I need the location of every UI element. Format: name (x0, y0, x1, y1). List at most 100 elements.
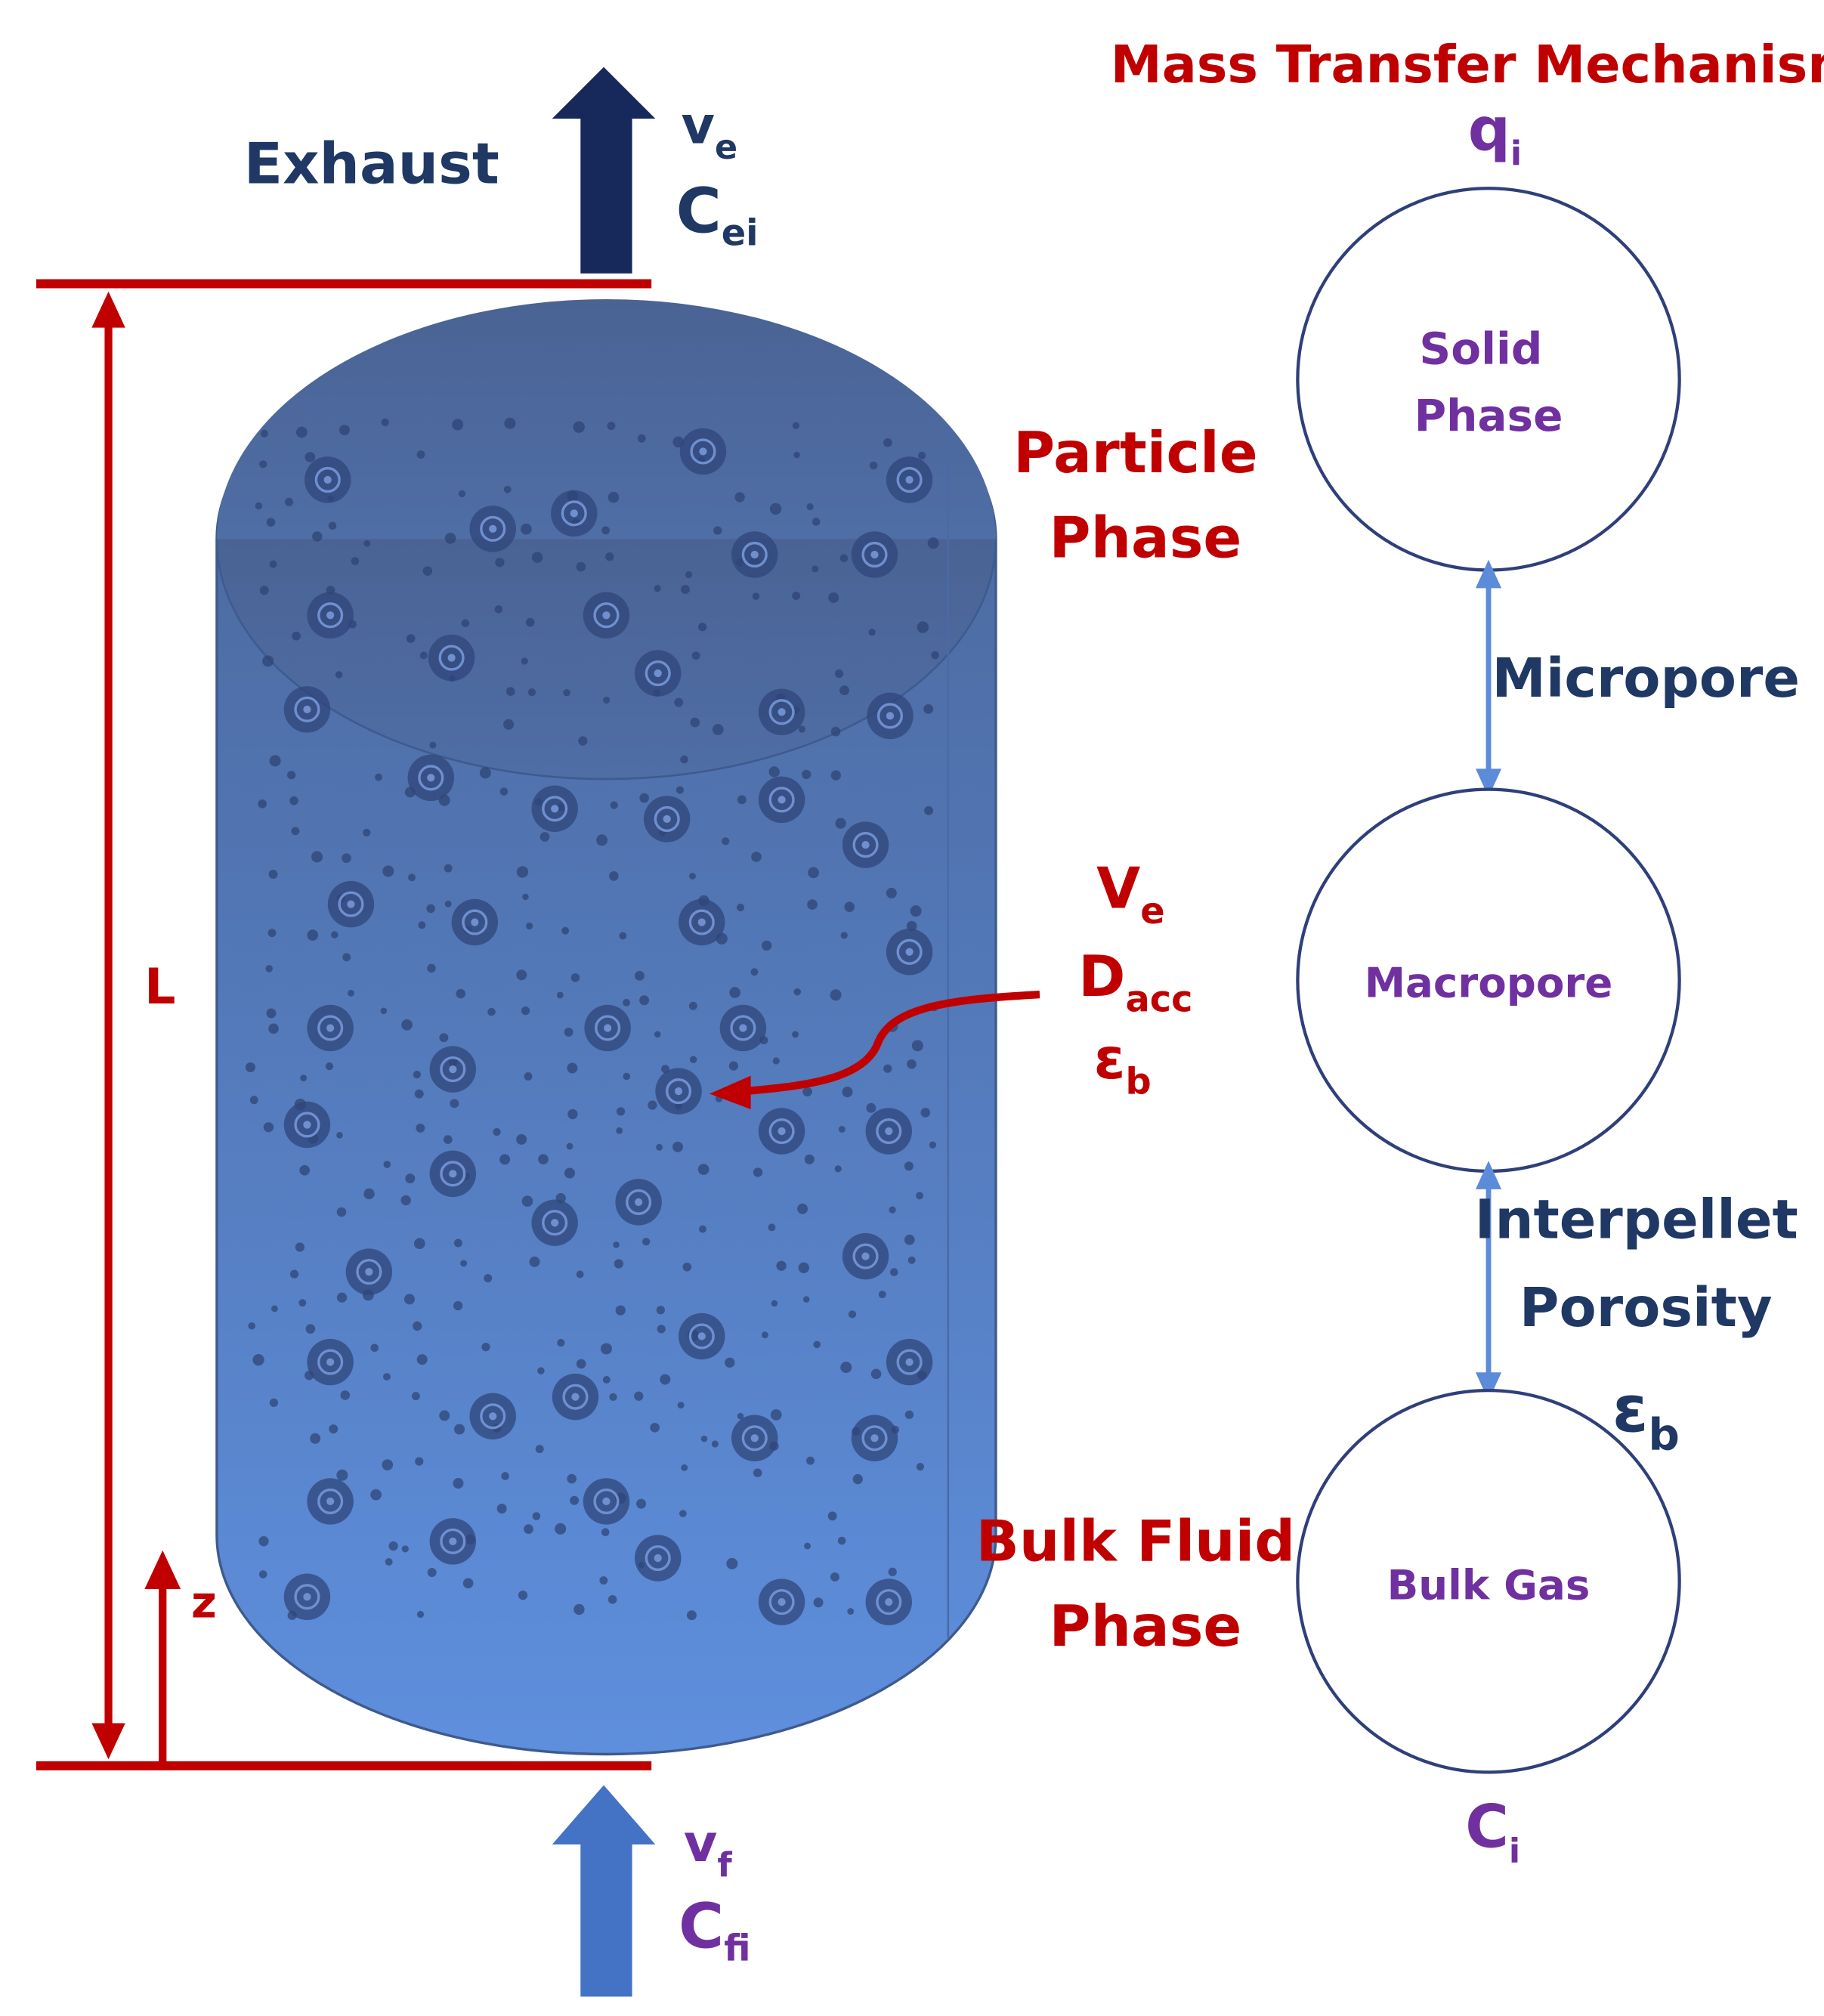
pellet (283, 1573, 331, 1620)
packing-dot (405, 1173, 416, 1184)
packing-dot (888, 1567, 897, 1576)
packing-dot (768, 766, 780, 778)
packing-dot (339, 425, 350, 436)
packing-dot (847, 1608, 855, 1615)
packing-dot (886, 887, 897, 898)
packing-dot (837, 1536, 846, 1545)
packing-dot (576, 1359, 586, 1369)
packing-dot (601, 526, 611, 535)
packing-dot (923, 703, 934, 714)
packing-dot (336, 1292, 348, 1303)
packing-dot (525, 617, 535, 627)
packing-dot (383, 1161, 391, 1168)
packing-dot (878, 1291, 886, 1299)
packing-dot (603, 696, 611, 704)
packing-dot (910, 905, 922, 917)
packing-dot (752, 592, 760, 600)
pellet (731, 531, 778, 578)
packing-dot (426, 904, 435, 914)
packing-dot (570, 973, 580, 982)
packing-dot (401, 1019, 413, 1031)
bulk-fluid-phase-label: Bulk Fluid Phase (976, 1507, 1315, 1659)
packing-dot (656, 1306, 665, 1315)
packing-dot (267, 929, 277, 938)
pellet-pointer-arrowhead (710, 1075, 751, 1109)
length-label: L (144, 959, 175, 1016)
packing-dot (336, 1469, 348, 1481)
packing-dot (573, 421, 585, 433)
pellet (643, 796, 691, 843)
packing-dot (761, 940, 772, 951)
packing-dot (639, 995, 650, 1006)
packing-dot (681, 1464, 688, 1471)
packing-dot (813, 1597, 824, 1608)
packing-dot (690, 717, 700, 728)
packing-dot (599, 1576, 608, 1585)
packing-dot (265, 965, 274, 972)
packing-dot (842, 1087, 853, 1098)
packing-dot (258, 799, 267, 809)
packing-dot (812, 565, 819, 573)
packing-dot (375, 773, 382, 781)
bulk-gas-circle (1296, 1388, 1681, 1774)
solid-phase-label: Solid Phase (1414, 323, 1563, 441)
pellet (552, 1373, 599, 1421)
packing-dot (363, 1188, 375, 1200)
packing-dot (413, 1321, 422, 1331)
packing-dot (529, 1256, 540, 1267)
packing-dot (906, 920, 917, 932)
packing-dot (310, 1433, 321, 1444)
packing-dot (830, 770, 841, 781)
packing-dot (456, 988, 466, 999)
macropore-label: Macropore (1365, 958, 1613, 1006)
outlet-velocity: ve (681, 96, 737, 166)
packing-dot (609, 1393, 617, 1401)
packing-dot (505, 687, 515, 696)
pellet-diffusivity-param: Dacc (1078, 943, 1192, 1020)
pellet-particles (283, 428, 933, 1625)
packing-dot (289, 1269, 299, 1279)
packing-dot (750, 968, 759, 976)
pellet-pointer-arrow (745, 990, 1040, 1096)
packing-dot (418, 921, 426, 929)
packing-dot (266, 518, 276, 527)
packing-dot (539, 832, 550, 842)
packing-dot (680, 585, 690, 595)
inlet-concentration: Cfi (679, 1891, 751, 1970)
packing-dot (904, 1161, 914, 1171)
packing-dot (793, 988, 802, 996)
packing-dot (813, 1340, 821, 1349)
packing-dot (259, 460, 267, 468)
pellet (635, 650, 682, 697)
pellet (865, 1108, 912, 1155)
packing-dot (616, 1107, 626, 1116)
pellet (679, 428, 727, 475)
packing-dot (532, 1512, 541, 1520)
packing-dot (269, 560, 277, 568)
micropore-label: Micropore (1492, 646, 1800, 710)
packing-dot (868, 628, 876, 636)
packing-dot (401, 1545, 409, 1553)
packing-dot (416, 1354, 428, 1365)
packing-dot (736, 903, 745, 912)
packing-dot (403, 1294, 415, 1305)
packing-dot (504, 417, 516, 429)
packing-dot (917, 621, 929, 633)
packing-dot (797, 1203, 808, 1214)
packing-dot (416, 1610, 425, 1619)
packing-dot (623, 1072, 631, 1081)
packing-dot (263, 1122, 274, 1133)
packing-dot (567, 1108, 578, 1120)
pellet (551, 490, 598, 537)
packing-dot (636, 1498, 647, 1509)
pellet (731, 1415, 778, 1462)
packing-dot (654, 1031, 661, 1038)
pellet (283, 686, 331, 733)
packing-dot (804, 1154, 815, 1164)
packing-dot (907, 1059, 917, 1069)
pellet (429, 1046, 477, 1093)
pellet (679, 898, 725, 946)
pellet (469, 506, 516, 552)
packing-dot (462, 1578, 474, 1589)
